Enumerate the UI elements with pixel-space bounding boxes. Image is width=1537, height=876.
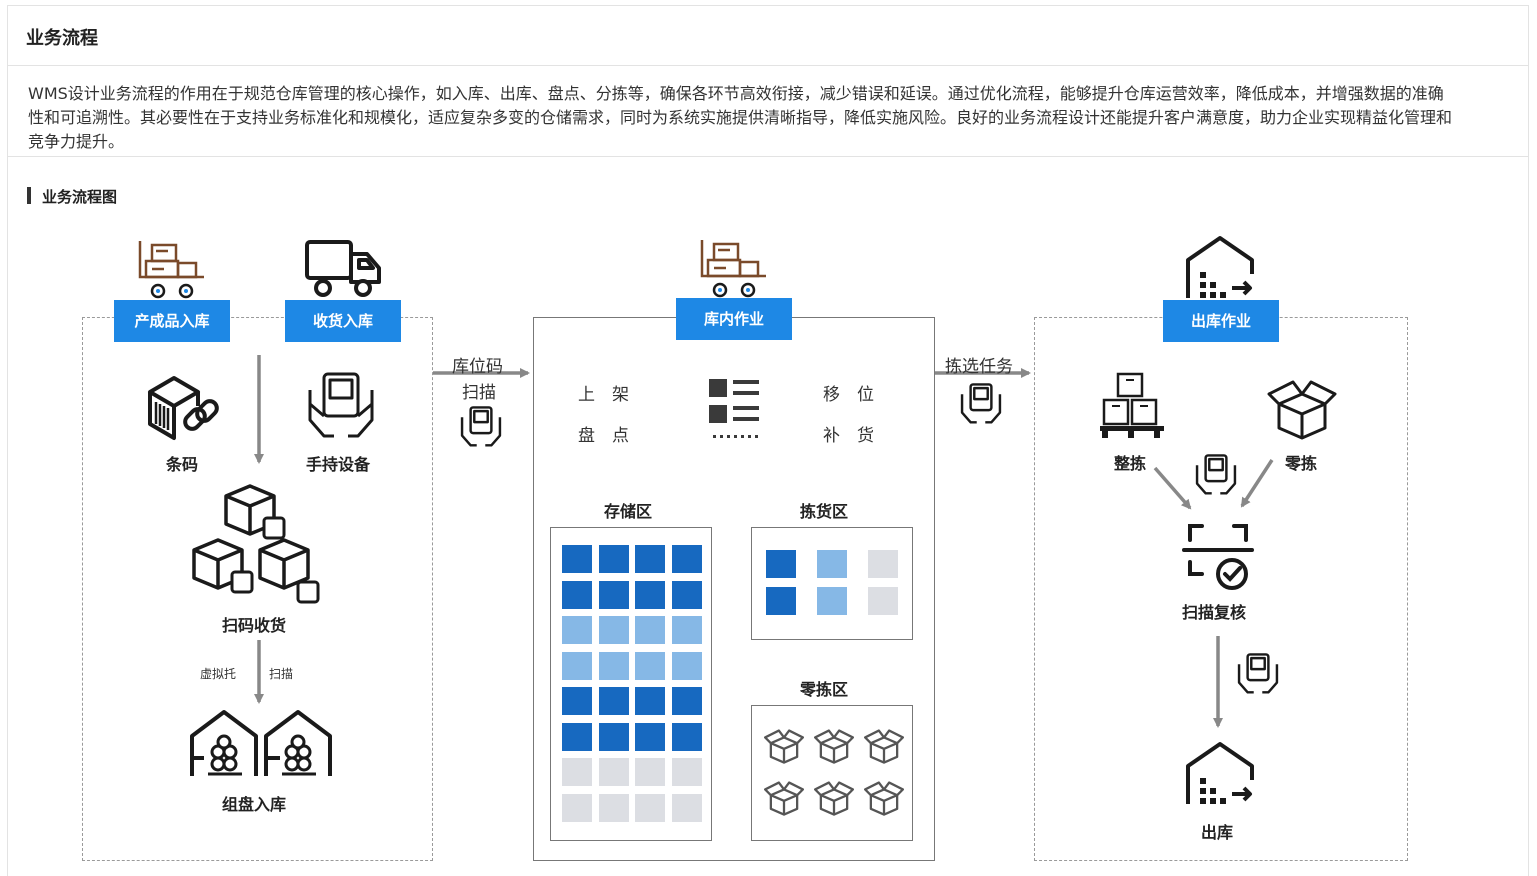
tag-outbound-ops: 出库作业: [1163, 300, 1279, 342]
section-marker: [27, 187, 31, 204]
storage-cell: [671, 545, 702, 573]
scan-receive-label: 扫码收货: [222, 616, 287, 635]
picking-cell: [868, 550, 898, 578]
loose-zone-box: [751, 705, 913, 841]
storage-cell: [671, 758, 702, 786]
handheld-label: 手持设备: [306, 455, 371, 474]
storage-cell: [598, 651, 629, 680]
storage-cell: [671, 687, 702, 715]
picking-cell: [766, 550, 796, 578]
tag-receive-inbound: 收货入库: [285, 300, 401, 342]
handheld-icon-outbound: [1195, 454, 1237, 495]
storage-cell: [562, 793, 592, 822]
barcode-label: 条码: [166, 455, 199, 474]
inbound-frame: [82, 317, 433, 861]
outbound-warehouse-icon: [1186, 742, 1254, 804]
storage-cell: [635, 758, 665, 786]
storage-cell: [562, 545, 592, 573]
storage-cell: [635, 545, 665, 573]
tag-product-inbound: 产成品入库: [114, 300, 230, 342]
loose-zone-label: 零拣区: [800, 680, 849, 699]
cart-boxes-icon-warehouse: [700, 240, 766, 298]
storage-cell: [671, 616, 702, 644]
storage-cell: [635, 616, 665, 644]
op-stocktake: 盘 点: [578, 426, 629, 446]
handheld-icon-connector1: [460, 406, 502, 447]
open-box-icon: [814, 728, 854, 768]
storage-cell: [598, 545, 629, 573]
open-box-icon: [864, 728, 904, 768]
storage-cell: [598, 758, 629, 786]
scan-check-icon: [1182, 524, 1254, 590]
connector1-label-line2: 扫描: [462, 383, 496, 403]
scan-boxes-icon: [192, 484, 320, 604]
storage-cell: [671, 651, 702, 680]
storage-cell: [598, 580, 629, 609]
storage-cell: [598, 616, 629, 644]
barcode-icon: [148, 376, 219, 440]
picking-zone-box: [751, 527, 913, 640]
connector2-label: 拣选任务: [945, 357, 1013, 377]
storage-cell: [671, 793, 702, 822]
page-title: 业务流程: [26, 28, 98, 49]
picking-cell: [766, 587, 796, 615]
storage-cell: [598, 793, 629, 822]
outbound-label: 出库: [1201, 823, 1234, 842]
description-divider: [8, 156, 1528, 157]
picking-cell: [868, 587, 898, 615]
picking-cell: [817, 587, 847, 615]
open-box-icon: [764, 780, 804, 820]
page-description: WMS设计业务流程的作用在于规范仓库管理的核心操作，如入库、出库、盘点、分拣等，…: [28, 84, 1453, 151]
list-icon: [709, 379, 759, 438]
storage-cell: [598, 722, 629, 751]
handheld-icon-review: [1237, 653, 1279, 694]
storage-cell: [635, 687, 665, 715]
pallet-boxes-icon: [1100, 372, 1164, 438]
storage-cell: [598, 687, 629, 715]
storage-cell: [562, 758, 592, 786]
storage-cell: [671, 722, 702, 751]
storage-cell: [671, 580, 702, 609]
storage-cell: [562, 616, 592, 644]
storage-cell: [562, 651, 592, 680]
connector1-label-line1: 库位码: [452, 357, 503, 377]
storage-cell: [562, 722, 592, 751]
pallet-inbound-label: 组盘入库: [222, 795, 287, 814]
title-divider: [8, 65, 1528, 66]
cart-boxes-icon: [138, 241, 204, 299]
truck-icon: [305, 240, 381, 297]
warehouse-out-icon: [1186, 236, 1254, 298]
handheld-icon-connector2: [960, 383, 1002, 424]
op-relocate: 移 位: [823, 385, 874, 405]
handheld-device-icon: [308, 372, 374, 438]
scan-review-label: 扫描复核: [1182, 603, 1247, 622]
storage-cell: [635, 722, 665, 751]
open-box-icon: [1267, 380, 1337, 440]
scan-label: 扫描: [269, 667, 294, 681]
whole-pick-arrow: [1153, 466, 1192, 510]
section-title: 业务流程图: [42, 188, 118, 206]
storage-zone-box: [550, 527, 712, 841]
open-box-icon: [764, 728, 804, 768]
storage-cell: [635, 651, 665, 680]
pallet-inbound-icon: [190, 710, 332, 776]
storage-cell: [562, 580, 592, 609]
op-replenish: 补 货: [823, 426, 874, 446]
storage-cell: [635, 793, 665, 822]
picking-zone-label: 拣货区: [800, 502, 849, 521]
open-box-icon: [814, 780, 854, 820]
storage-cell: [562, 687, 592, 715]
op-putaway: 上 架: [578, 385, 629, 405]
tag-warehouse-ops: 库内作业: [676, 298, 792, 340]
storage-zone-label: 存储区: [604, 502, 653, 521]
loose-pick-label: 零拣: [1285, 454, 1318, 473]
picking-cell: [817, 550, 847, 578]
virtual-pallet-label: 虚拟托: [200, 667, 237, 681]
whole-pick-label: 整拣: [1114, 454, 1147, 473]
loose-pick-arrow: [1240, 459, 1274, 508]
open-box-icon: [864, 780, 904, 820]
storage-cell: [635, 580, 665, 609]
